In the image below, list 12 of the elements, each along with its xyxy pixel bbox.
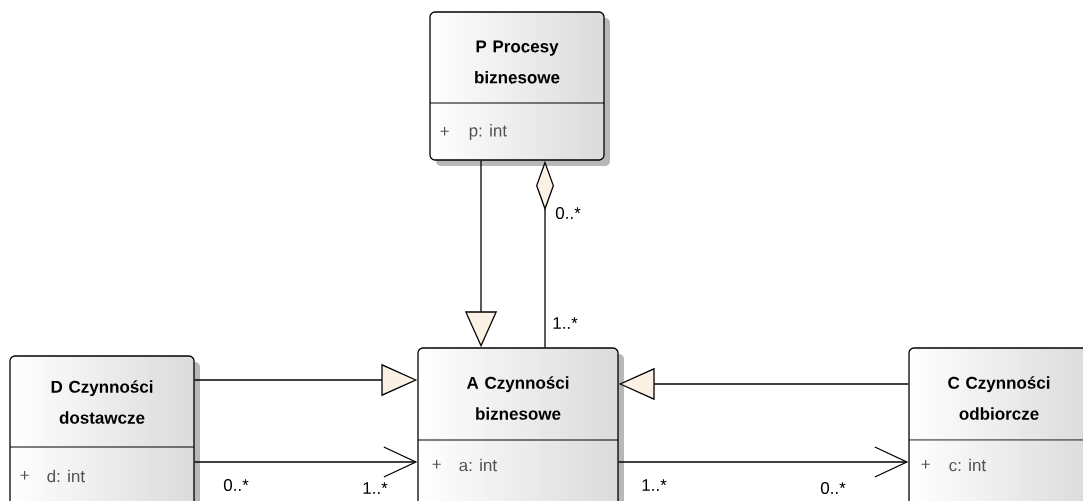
multiplicity-label: 0..*	[555, 207, 581, 220]
multiplicity-label: 0..*	[820, 482, 846, 495]
class-box: P Procesy biznesowe + p: int	[429, 11, 610, 166]
association-arrow	[194, 446, 418, 478]
class-box: D Czynności dostawcze + d: int	[9, 355, 200, 501]
association-arrow	[618, 446, 909, 478]
class-box: C Czynności odbiorcze + c: int	[908, 347, 1083, 501]
multiplicity-label: 1..*	[642, 479, 667, 491]
multiplicity-label: 0..*	[223, 479, 249, 492]
multiplicity-label: 1..*	[363, 482, 388, 494]
multiplicity-label: 1..*	[553, 317, 578, 329]
class-box: A Czynności biznesowe + a: int	[417, 347, 624, 501]
